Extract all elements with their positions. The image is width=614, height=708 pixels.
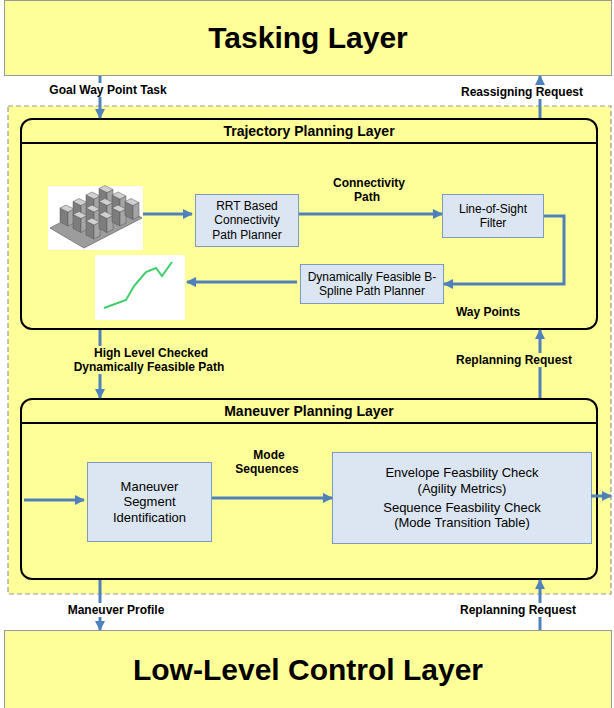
flow-arrow	[212, 497, 332, 500]
edge-label: Goal Way Point Task	[47, 83, 168, 97]
box-text: Sequence Feasbility Check (Mode Transiti…	[367, 500, 557, 531]
building-roof	[86, 192, 100, 199]
city-terrain-image	[48, 186, 143, 251]
edge-label-holder: Way Points	[450, 305, 526, 319]
flow-arrow	[299, 213, 442, 216]
flow-arrow	[143, 213, 192, 216]
process-box: Envelope Feasbility Check (Agility Metri…	[332, 452, 592, 544]
edge-label: Way Points	[454, 305, 522, 319]
edge-label: Replanning Request	[458, 603, 578, 617]
building-roof	[73, 199, 87, 206]
building-roof	[60, 205, 74, 212]
edge-label: High Level Checked Dynamically Feasible …	[74, 346, 227, 374]
building-roof	[99, 212, 113, 219]
building-roof	[86, 205, 100, 212]
path-image	[95, 255, 185, 320]
building-roof	[86, 218, 100, 225]
building-roof	[112, 192, 126, 199]
building-roof	[112, 205, 126, 212]
box-text: Dynamically Feasible B-Spline Path Plann…	[307, 270, 437, 299]
box-text: RRT Based Connectivity Path Planner	[202, 199, 292, 242]
edge-label-holder: Mode Sequences	[233, 448, 303, 477]
layer-heading-band: Maneuver Planning Layer	[22, 400, 596, 424]
layer-box: Tasking Layer	[4, 0, 612, 76]
edge-label-holder: Reassigning Request	[457, 85, 587, 99]
layer-title: Tasking Layer	[208, 21, 408, 55]
layer-heading-band: Trajectory Planning Layer	[22, 120, 596, 144]
process-box: Maneuver Segment Identification	[87, 462, 212, 542]
building-roof	[99, 186, 113, 193]
edge-label-holder: High Level Checked Dynamically Feasible …	[64, 346, 236, 375]
box-text: Line-of-Sight Filter	[449, 202, 537, 231]
layer-title: Trajectory Planning Layer	[223, 123, 394, 139]
edge-label: Connectivity Path	[331, 176, 405, 204]
layer-title: Low-Level Control Layer	[133, 653, 483, 687]
layer-panel: Maneuver Planning LayerManeuver Segment …	[20, 398, 598, 580]
edge-label: Maneuver Profile	[66, 603, 167, 617]
process-box: RRT Based Connectivity Path Planner	[195, 194, 299, 247]
image-ground	[95, 255, 185, 320]
box-text: Maneuver Segment Identification	[100, 479, 200, 526]
flow-arrow	[187, 281, 297, 284]
edge-label-holder: Goal Way Point Task	[38, 83, 178, 97]
building-roof	[73, 212, 87, 219]
edge-label: Reassigning Request	[459, 85, 585, 99]
flow-arrow	[444, 216, 564, 284]
edge-label-holder: Replanning Request	[449, 353, 579, 367]
edge-label-holder: Maneuver Profile	[61, 603, 171, 617]
process-box: Line-of-Sight Filter	[442, 194, 544, 238]
image-ground	[48, 186, 143, 250]
building-roof	[125, 199, 139, 206]
edge-label-holder: Replanning Request	[453, 603, 583, 617]
edge-label: Mode Sequences	[235, 448, 300, 476]
process-box: Dynamically Feasible B-Spline Path Plann…	[300, 264, 444, 304]
box-text: Envelope Feasbility Check (Agility Metri…	[367, 465, 557, 496]
input-arrow	[24, 499, 84, 502]
planned-path-curve	[104, 262, 172, 308]
layer-box: Low-Level Control Layer	[4, 630, 612, 708]
building-roof	[99, 199, 113, 206]
planning-region	[8, 106, 611, 594]
output-arrow	[591, 495, 611, 498]
layer-title: Maneuver Planning Layer	[224, 403, 394, 419]
edge-label-holder: Connectivity Path	[330, 176, 406, 205]
edge-label: Replanning Request	[454, 353, 574, 367]
